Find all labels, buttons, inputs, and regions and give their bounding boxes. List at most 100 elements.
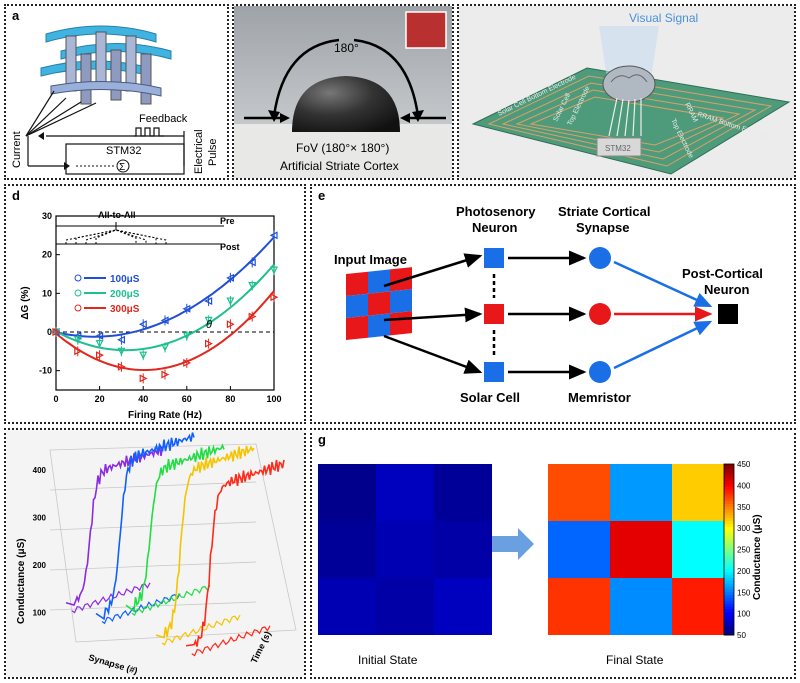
post-cortical-label: Post-Cortical — [682, 266, 763, 281]
colorbar-step — [724, 472, 734, 476]
initial-cell — [434, 521, 492, 578]
colorbar-step — [724, 503, 734, 508]
striate-label: Striate Cortical — [558, 204, 650, 219]
colorbar-step — [724, 629, 734, 633]
feedback-label: Feedback — [139, 113, 188, 125]
d-point-300μS — [226, 320, 235, 329]
final-cell — [610, 578, 672, 635]
colorbar-step — [724, 546, 734, 550]
f-ytick-label: 200 — [33, 561, 47, 570]
colorbar-step — [724, 540, 734, 545]
panel-b: b 180° FoV (180°× 180°) Artificial Stria… — [232, 4, 454, 180]
fov-label: FoV (180°× 180°) — [296, 141, 389, 155]
f-trace-low-blue — [101, 593, 181, 625]
chip-label: STM32 — [605, 144, 631, 153]
neuron-label: Neuron — [472, 220, 518, 235]
initial-cell — [318, 521, 376, 578]
colorbar-tick-label: 100 — [737, 610, 751, 619]
d-point-100μS — [160, 316, 169, 325]
solar-cell-1 — [484, 248, 504, 268]
initial-heatmap — [318, 464, 492, 635]
d-xtick-label: 40 — [138, 394, 148, 404]
angle-label: 180° — [334, 41, 359, 55]
f-ytick-label: 400 — [33, 466, 47, 475]
d-point-100μS — [226, 273, 234, 282]
pre-label: Pre — [220, 216, 235, 226]
colorbar-step — [724, 535, 734, 539]
colorbar-step — [724, 560, 734, 565]
pcb-board — [471, 67, 791, 175]
d-point-100μS — [138, 320, 147, 329]
crossbar-array — [40, 25, 172, 105]
panel-e-label: e — [318, 188, 326, 203]
initial-cell — [318, 578, 376, 635]
d-point-300μS — [52, 328, 61, 336]
d-xtick-label: 100 — [266, 394, 281, 404]
visual-signal-label: Visual Signal — [629, 11, 698, 25]
initial-cell — [434, 578, 492, 635]
final-cell — [548, 578, 610, 635]
d-fit-300μS — [55, 290, 275, 371]
memristor-text: Memristor — [568, 390, 631, 405]
d-point-100μS — [182, 304, 191, 313]
initial-state-label: Initial State — [358, 653, 418, 667]
d-legend-label: 100μS — [110, 274, 140, 285]
d-xtick-label: 80 — [225, 394, 235, 404]
d-point-300μS — [139, 374, 148, 383]
colorbar-step — [724, 549, 734, 553]
colorbar-tick-label: 150 — [737, 588, 751, 597]
colorbar-step — [724, 578, 734, 582]
dome — [292, 76, 400, 132]
colorbar-step — [724, 478, 734, 482]
final-state-label: Final State — [606, 653, 664, 667]
colorbar-tick-label: 450 — [737, 460, 751, 469]
final-cell — [548, 521, 610, 578]
d-point-200μS — [161, 343, 169, 352]
colorbar-step — [724, 486, 734, 491]
d-legend-label: 200μS — [110, 289, 140, 300]
stm32-label: STM32 — [106, 145, 141, 157]
pulse-schematic — [56, 222, 224, 245]
f-trace-green — [125, 443, 225, 613]
colorbar-step — [724, 606, 734, 610]
colorbar-step — [724, 538, 734, 542]
photosensory-label: Photosenory — [456, 204, 536, 219]
colorbar-step — [724, 512, 734, 516]
colorbar-step — [724, 569, 734, 573]
stm32-chip — [596, 137, 642, 157]
colorbar-step — [724, 583, 734, 588]
brain-dome — [602, 65, 656, 103]
colorbar-tick-label: 350 — [737, 503, 751, 512]
colorbar-tick-label: 400 — [737, 481, 751, 490]
state-arrow — [492, 528, 534, 560]
d-point-100μS — [117, 335, 126, 344]
f-trace-low-purple — [71, 582, 151, 614]
final-cell — [610, 464, 672, 521]
colorbar-step — [724, 518, 734, 522]
current-label: Current — [11, 131, 23, 168]
d-point-300μS — [74, 347, 83, 356]
d-point-200μS — [73, 336, 82, 345]
final-cell — [610, 521, 672, 578]
cortex-caption: Artificial Striate Cortex — [280, 159, 399, 173]
colorbar-step — [724, 632, 734, 636]
colorbar-step — [724, 592, 734, 596]
colorbar-step — [724, 529, 734, 533]
d-xtick-label: 20 — [95, 394, 105, 404]
memristor-3 — [589, 361, 611, 383]
d-point-300μS — [183, 358, 192, 367]
d-xlabel: Firing Rate (Hz) — [128, 410, 202, 421]
colorbar-frame — [723, 463, 735, 636]
f-ytick-label: 100 — [33, 608, 47, 617]
input-image-label: Input Image — [334, 252, 407, 267]
d-plot-frame — [55, 215, 275, 391]
f-trace-yellow — [155, 445, 255, 639]
colorbar-step — [724, 501, 734, 505]
colorbar-step — [724, 558, 734, 562]
colorbar-step — [724, 595, 734, 599]
colorbar-step — [724, 483, 734, 488]
d-point-200μS — [95, 340, 104, 348]
colorbar-step — [724, 603, 734, 607]
